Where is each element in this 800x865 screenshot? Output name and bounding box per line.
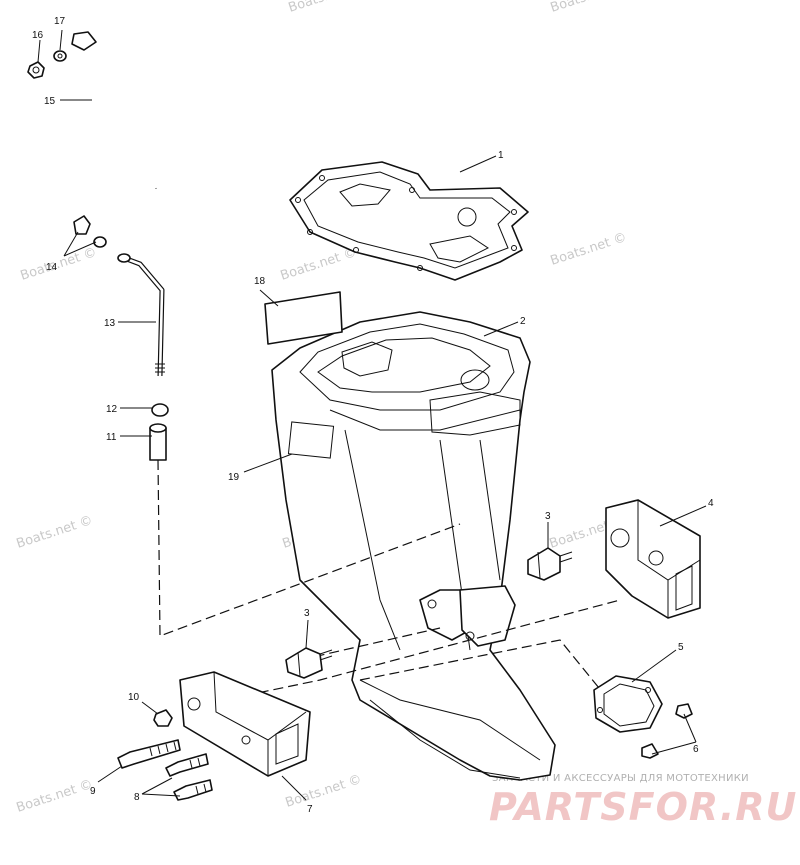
- callout-16: 16: [32, 30, 44, 41]
- callout-9: 9: [90, 786, 96, 797]
- brand-tagline: ЗАПЧАСТИ И АКСЕССУАРЫ ДЛЯ МОТОТЕХНИКИ: [492, 773, 749, 784]
- brand-logo: PARTSFOR.RU: [489, 785, 797, 829]
- callout-4: 4: [708, 498, 714, 509]
- callout-6: 6: [693, 744, 699, 755]
- gasket-part: [289, 161, 529, 281]
- callout-2: 2: [520, 316, 526, 327]
- leader-lines: [37, 29, 707, 801]
- callout-15: 15: [44, 96, 56, 107]
- watermark-text: Boats.net ©: [15, 513, 95, 552]
- watermark-text: Boats.net ©: [549, 230, 629, 269]
- callout-7: 7: [307, 804, 313, 815]
- callout-8: 8: [134, 792, 140, 803]
- callout-5: 5: [678, 642, 684, 653]
- callout-12: 12: [106, 404, 118, 415]
- lock-nut-part: [153, 709, 173, 727]
- assembly-lines: [157, 459, 621, 706]
- callout-1: 1: [498, 150, 504, 161]
- callout-11: 11: [106, 432, 117, 443]
- callout-17: 17: [54, 16, 66, 27]
- grommet-parts: [73, 215, 107, 248]
- short-bolt-parts: [165, 753, 213, 801]
- watermark-text: Boats.net ©: [19, 245, 99, 284]
- rubber-mount-part-upper: [527, 547, 573, 581]
- screw-parts: [641, 703, 693, 759]
- nut-part: [151, 403, 169, 417]
- long-bolt-part: [117, 739, 181, 769]
- callout-18: 18: [254, 276, 266, 287]
- drive-shaft-housing-part: [271, 311, 556, 781]
- shift-rod-part: [71, 31, 158, 189]
- rubber-mount-part-lower: [285, 647, 333, 679]
- callout-3-upper: 3: [545, 511, 551, 522]
- watermark-text: Boats.net ©: [279, 245, 359, 284]
- callout-3-lower: 3: [304, 608, 310, 619]
- callout-19: 19: [228, 472, 240, 483]
- watermark-text: Boats.net ©: [549, 0, 629, 16]
- callout-13: 13: [104, 318, 116, 329]
- cover-part: [593, 675, 663, 733]
- sleeve-part: [149, 423, 167, 461]
- nut-washer-parts: [27, 50, 67, 79]
- callout-labels: 1 2 3 3 4 5 6 7 8 9 10 11 12 13 14 15 16…: [32, 16, 714, 815]
- watermark-text: Boats.net ©: [15, 777, 95, 816]
- watermark-text: Boats.net ©: [284, 772, 364, 811]
- watermark-text: Boats.net ©: [287, 0, 367, 16]
- decal-part: [264, 291, 343, 345]
- upper-mount-bracket-part: [605, 499, 701, 619]
- callout-14: 14: [46, 262, 58, 273]
- water-tube-part: [117, 253, 165, 377]
- callout-10: 10: [128, 692, 140, 703]
- lower-mount-bracket-part: [179, 671, 311, 777]
